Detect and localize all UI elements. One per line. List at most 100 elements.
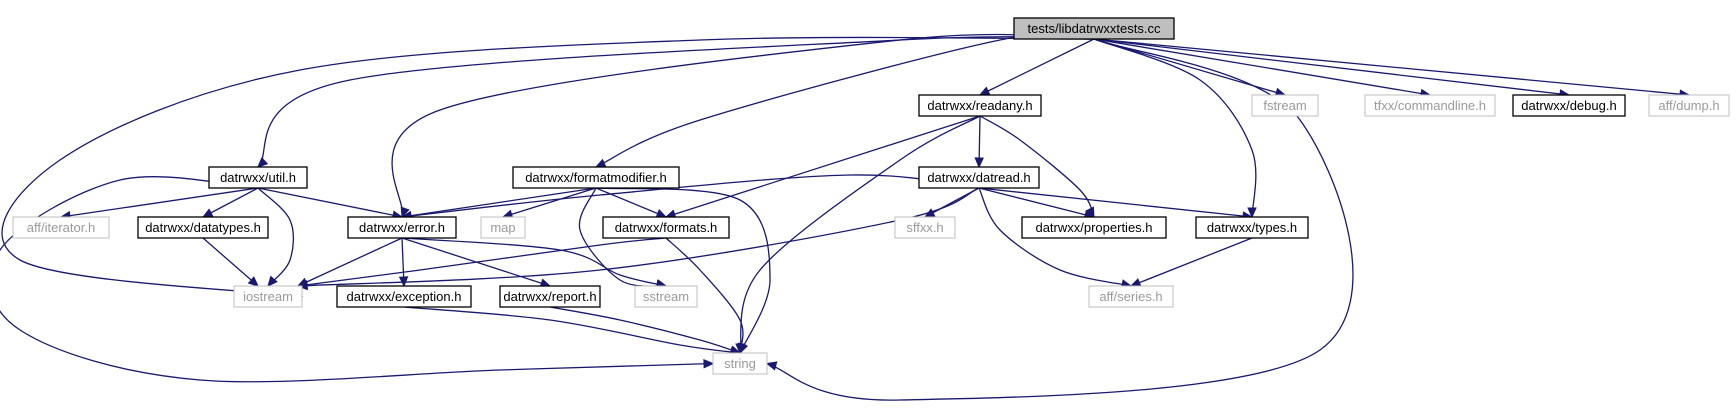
node-types[interactable]: datrwxx/types.h — [1195, 216, 1309, 239]
node-label-readany: datrwxx/readany.h — [927, 98, 1032, 113]
arrowhead-readany-to-datread — [974, 157, 984, 169]
arrowhead-formats-to-string — [735, 343, 745, 355]
node-box-formats — [602, 216, 730, 239]
node-exception[interactable]: datrwxx/exception.h — [336, 285, 472, 308]
node-util[interactable]: datrwxx/util.h — [208, 166, 308, 189]
edge-root-to-iostream — [1, 36, 1095, 298]
edge-datread-to-series — [978, 187, 1132, 287]
node-box-error — [347, 216, 457, 239]
node-label-fstream: fstream — [1263, 98, 1306, 113]
node-box-fstream — [1251, 94, 1319, 117]
node-label-sffxx: sffxx.h — [906, 220, 943, 235]
node-error[interactable]: datrwxx/error.h — [347, 216, 457, 239]
node-string: string — [712, 352, 768, 375]
node-label-util: datrwxx/util.h — [220, 170, 296, 185]
arrowhead-root-to-util — [257, 157, 269, 168]
node-debug[interactable]: datrwxx/debug.h — [1512, 94, 1626, 117]
node-label-report: datrwxx/report.h — [503, 289, 596, 304]
node-box-series — [1088, 285, 1174, 308]
edge-root-to-commandline — [1093, 38, 1431, 96]
node-report[interactable]: datrwxx/report.h — [499, 285, 601, 308]
edge-datread-to-types — [978, 187, 1253, 218]
node-formatmodifier[interactable]: datrwxx/formatmodifier.h — [512, 166, 680, 189]
edge-util-to-string — [0, 176, 714, 383]
node-box-sstream — [634, 285, 698, 308]
arrowhead-root-to-readany — [978, 86, 991, 96]
edge-readany-to-formats — [665, 115, 981, 218]
edge-formatmodifier-to-error — [401, 187, 597, 218]
node-box-string — [712, 352, 768, 375]
edge-datread-to-properties — [978, 187, 1095, 218]
arrowhead-formats-to-iostream — [296, 280, 309, 290]
dependency-edges — [0, 33, 1691, 401]
node-box-util — [208, 166, 308, 189]
node-box-sffxx — [894, 216, 956, 239]
node-box-commandline — [1364, 94, 1496, 117]
node-label-formats: datrwxx/formats.h — [615, 220, 718, 235]
node-box-root — [1013, 17, 1175, 40]
node-label-error: datrwxx/error.h — [359, 220, 445, 235]
node-formats[interactable]: datrwxx/formats.h — [602, 216, 730, 239]
node-datread[interactable]: datrwxx/datread.h — [918, 166, 1040, 189]
node-sffxx: sffxx.h — [894, 216, 956, 239]
node-iostream: iostream — [233, 285, 303, 308]
edge-util-to-iostream — [257, 187, 295, 287]
node-box-datatypes — [137, 216, 269, 239]
edge-readany-to-properties — [979, 115, 1095, 218]
arrowhead-util-to-datatypes — [201, 208, 214, 218]
node-datatypes[interactable]: datrwxx/datatypes.h — [137, 216, 269, 239]
dependency-nodes: tests/libdatrwxxtests.cc datrwxx/util.h da… — [12, 17, 1730, 375]
node-label-properties: datrwxx/properties.h — [1035, 220, 1152, 235]
node-fstream: fstream — [1251, 94, 1319, 117]
node-label-debug: datrwxx/debug.h — [1521, 98, 1616, 113]
node-dump: aff/dump.h — [1648, 94, 1730, 117]
node-sstream: sstream — [634, 285, 698, 308]
arrowhead-formatmodifier-to-formats — [655, 208, 668, 218]
edge-root-to-debug — [1093, 38, 1570, 96]
arrowhead-types-to-series — [1129, 278, 1142, 287]
node-box-exception — [336, 285, 472, 308]
node-box-dump — [1648, 94, 1730, 117]
edge-formats-to-iostream — [297, 237, 667, 287]
node-label-commandline: tfxx/commandline.h — [1374, 98, 1486, 113]
edge-readany-to-string — [739, 115, 981, 354]
arrowhead-root-to-formatmodifier — [594, 158, 607, 168]
edge-exception-to-string — [403, 306, 741, 354]
arrowhead-error-to-exception — [398, 276, 409, 288]
node-box-debug — [1512, 94, 1626, 117]
node-label-root: tests/libdatrwxxtests.cc — [1028, 21, 1161, 36]
node-box-iostream — [233, 285, 303, 308]
node-box-types — [1195, 216, 1309, 239]
node-label-iostream: iostream — [243, 289, 293, 304]
node-box-map — [480, 216, 526, 239]
node-label-exception: datrwxx/exception.h — [347, 289, 462, 304]
edge-root-to-util — [257, 36, 1095, 168]
arrowhead-root-to-error — [400, 206, 410, 219]
node-commandline: tfxx/commandline.h — [1364, 94, 1496, 117]
node-label-map: map — [490, 220, 515, 235]
node-box-readany — [918, 94, 1042, 117]
node-properties[interactable]: datrwxx/properties.h — [1021, 216, 1167, 239]
edge-formatmodifier-to-map — [502, 187, 597, 218]
arrowhead-util-to-iostream — [267, 275, 278, 287]
node-root[interactable]: tests/libdatrwxxtests.cc — [1013, 17, 1175, 40]
arrowhead-datatypes-to-iostream — [247, 276, 259, 287]
edge-root-to-fstream — [1093, 38, 1286, 96]
edge-formatmodifier-to-string — [595, 187, 771, 354]
node-readany[interactable]: datrwxx/readany.h — [918, 94, 1042, 117]
edge-datread-to-error — [401, 174, 980, 218]
node-label-types: datrwxx/types.h — [1207, 220, 1297, 235]
edge-types-to-series — [1130, 237, 1253, 287]
edge-util-to-error — [257, 187, 403, 218]
node-series: aff/series.h — [1088, 285, 1174, 308]
arrowhead-util-to-string — [703, 359, 715, 369]
edge-error-to-sstream — [401, 237, 667, 287]
edge-util-to-datatypes — [202, 187, 259, 218]
node-label-iterator: aff/iterator.h — [27, 220, 95, 235]
node-label-series: aff/series.h — [1099, 289, 1162, 304]
edge-util-to-iterator — [60, 187, 259, 218]
edge-report-to-string — [549, 306, 741, 354]
node-box-report — [499, 285, 601, 308]
edge-root-to-dump — [1093, 38, 1690, 96]
